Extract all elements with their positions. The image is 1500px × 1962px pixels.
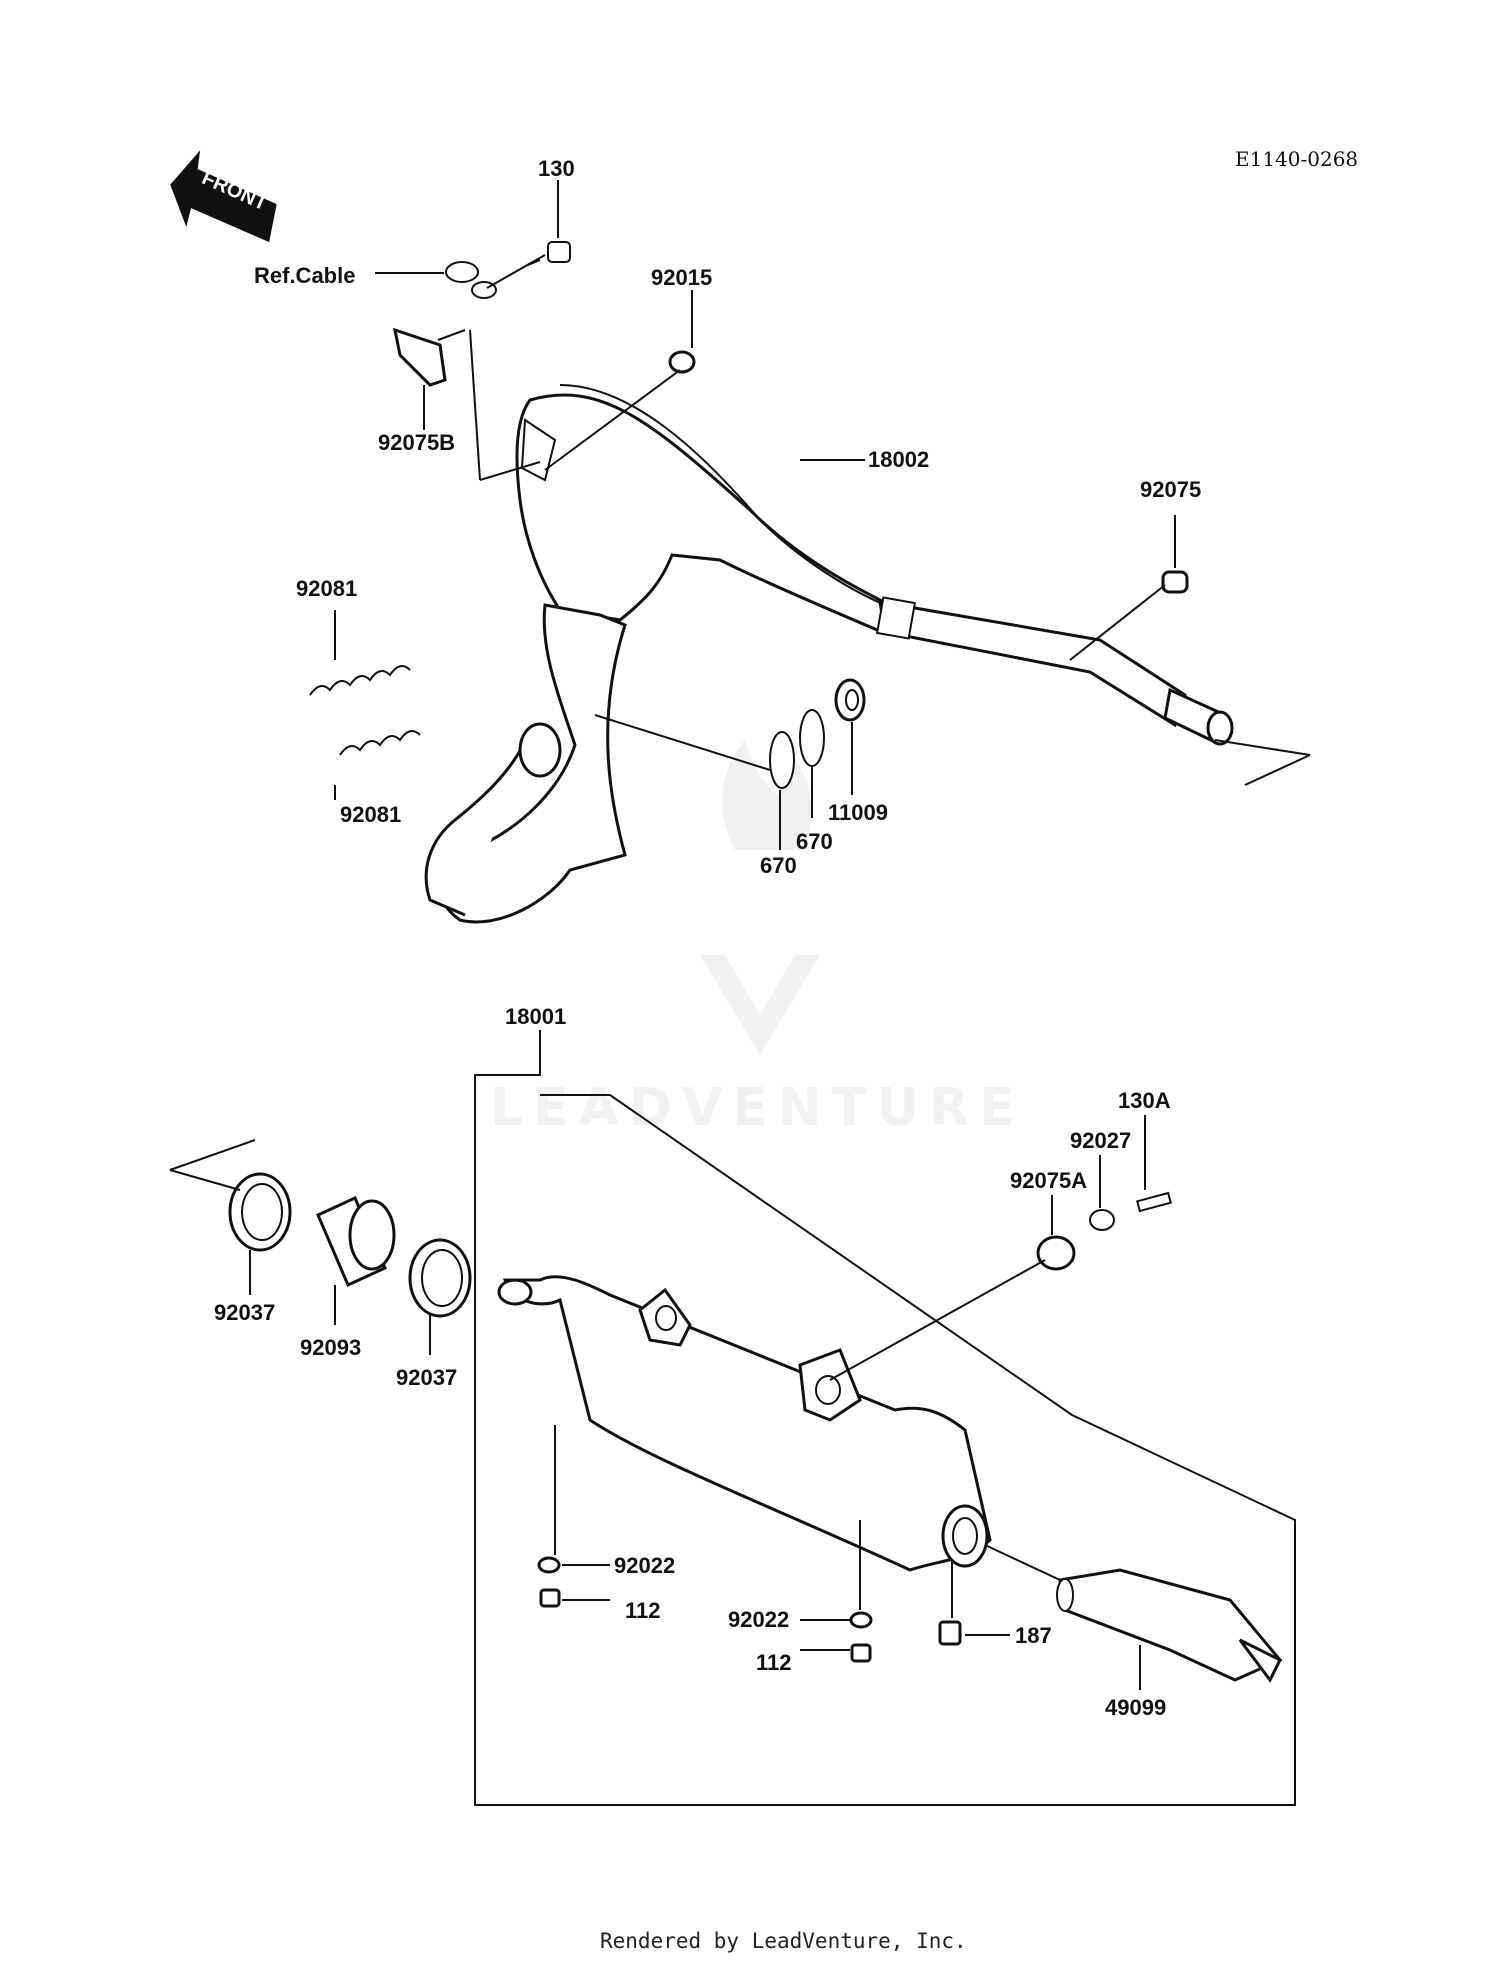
bolt-130-icon [527,241,571,266]
label-92075: 92075 [1140,477,1201,502]
muffler-frame-18001 [474,1030,1296,1806]
label-92081-lower: 92081 [340,802,401,827]
label-18002: 18002 [868,447,929,472]
label-92022-right: 92022 [728,1607,789,1632]
label-92093: 92093 [300,1335,361,1360]
leader-lines-lower [169,1115,1146,1690]
label-92075A: 92075A [1010,1168,1087,1193]
sleeve-92093-icon [316,1195,396,1288]
expansion-chamber-18002 [424,384,1234,924]
label-670-left: 670 [760,853,797,878]
bracket-92075B-icon [393,327,466,387]
label-130: 130 [538,156,575,181]
leader-lines-upper [334,180,1311,850]
footer-credit: Rendered by LeadVenture, Inc. [600,1929,967,1953]
watermark-text: LEADVENTURE [490,1078,1025,1138]
label-11009: 11009 [828,800,888,825]
label-92022-left: 92022 [614,1553,675,1578]
label-ref-cable: Ref.Cable [254,263,355,288]
diagram-code: E1140-0268 [1235,147,1358,171]
gasket-11009-icon [834,678,866,722]
grommet-92075-icon [1161,570,1189,594]
label-670-right: 670 [796,829,833,854]
bolts-lower-icons [537,1556,962,1663]
label-92081-upper: 92081 [296,576,357,601]
spring-92081-icon [309,665,421,756]
front-arrow-icon: FRONT [170,150,277,243]
cable-clamp-icon [445,261,497,299]
label-187: 187 [1015,1623,1052,1648]
nut-92015-icon [668,350,696,374]
clamp-92037-icon [228,1172,472,1318]
tailpipe-49099-icon [1056,1568,1283,1683]
muffler-body-18001 [497,1275,992,1572]
label-130A: 130A [1118,1088,1171,1113]
label-92015: 92015 [651,265,712,290]
label-112-left: 112 [625,1598,661,1623]
label-49099: 49099 [1105,1695,1166,1720]
label-112-right: 112 [756,1650,792,1675]
mount-parts-92075A-92027-130A [1036,1191,1172,1271]
label-92027: 92027 [1070,1128,1131,1153]
label-92075B: 92075B [378,430,455,455]
o-ring-670-icon [769,709,825,789]
label-92037-left: 92037 [214,1300,275,1325]
label-18001: 18001 [505,1004,566,1029]
label-92037-right: 92037 [396,1365,457,1390]
